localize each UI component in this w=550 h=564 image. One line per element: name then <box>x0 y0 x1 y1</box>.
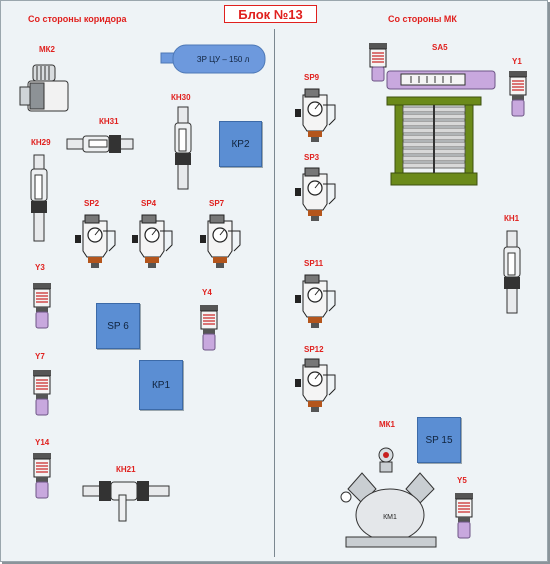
sp11-label: SP11 <box>304 259 324 268</box>
sp7-label: SP7 <box>209 199 225 208</box>
mk2-motor-icon[interactable] <box>18 63 73 115</box>
sp12-label: SP12 <box>304 345 324 354</box>
sa5-label: SA5 <box>432 43 448 52</box>
sp7-sensor-icon[interactable] <box>198 211 244 269</box>
sp3-label: SP3 <box>304 153 320 162</box>
kh21-valve-icon[interactable] <box>81 477 171 523</box>
section-divider <box>274 29 275 557</box>
kp2-box[interactable]: КР2 <box>219 121 262 167</box>
y5-label: Y5 <box>457 476 467 485</box>
sp4-label: SP4 <box>141 199 157 208</box>
sp6-box[interactable]: SP 6 <box>96 303 140 349</box>
sp9-sensor-icon[interactable] <box>293 85 339 143</box>
y14-solenoid-icon[interactable] <box>31 451 53 501</box>
y7-label: Y7 <box>35 352 45 361</box>
sp4-sensor-icon[interactable] <box>130 211 176 269</box>
sp2-sensor-icon[interactable] <box>73 211 119 269</box>
y7-solenoid-icon[interactable] <box>31 368 53 418</box>
sp3-sensor-icon[interactable] <box>293 164 339 222</box>
kh30-label: КН30 <box>171 93 191 102</box>
kh1-valve-icon[interactable] <box>501 229 523 315</box>
y14-label: Y14 <box>35 438 50 447</box>
tank-label: ЗР ЦУ – 150 л <box>197 55 250 64</box>
kp1-box[interactable]: КР1 <box>139 360 183 410</box>
block-title: Блок №13 <box>224 5 317 23</box>
sp2-label: SP2 <box>84 199 100 208</box>
y5-solenoid-icon[interactable] <box>453 491 475 541</box>
sp11-sensor-icon[interactable] <box>293 271 339 329</box>
y3-solenoid-icon[interactable] <box>31 281 53 331</box>
kh29-label: КН29 <box>31 138 51 147</box>
y3-label: Y3 <box>35 263 45 272</box>
kh21-label: КН21 <box>116 465 136 474</box>
mk1-compressor-icon[interactable]: КМ1 <box>340 433 442 549</box>
sa5-contactor-icon[interactable] <box>365 41 497 193</box>
section-mk-heading: Со стороны МК <box>388 14 457 24</box>
y1-label: Y1 <box>512 57 522 66</box>
section-corridor-heading: Со стороны коридора <box>28 14 127 24</box>
kh31-valve-icon[interactable] <box>65 133 135 155</box>
y1-solenoid-icon[interactable] <box>507 69 529 119</box>
tank-icon[interactable]: ЗР ЦУ – 150 л <box>159 43 267 75</box>
kh1-label: КН1 <box>504 214 520 223</box>
sp15-box[interactable]: SP 15 <box>417 417 461 463</box>
mk1-label: МК1 <box>379 420 395 429</box>
sp12-sensor-icon[interactable] <box>293 355 339 413</box>
y4-label: Y4 <box>202 288 212 297</box>
compressor-plate-label: КМ1 <box>383 514 397 521</box>
y4-solenoid-icon[interactable] <box>198 303 220 353</box>
kh31-label: КН31 <box>99 117 119 126</box>
mk2-label: МК2 <box>39 45 55 54</box>
sp9-label: SP9 <box>304 73 320 82</box>
kh29-valve-icon[interactable] <box>28 153 50 243</box>
kh30-valve-icon[interactable] <box>172 105 194 191</box>
